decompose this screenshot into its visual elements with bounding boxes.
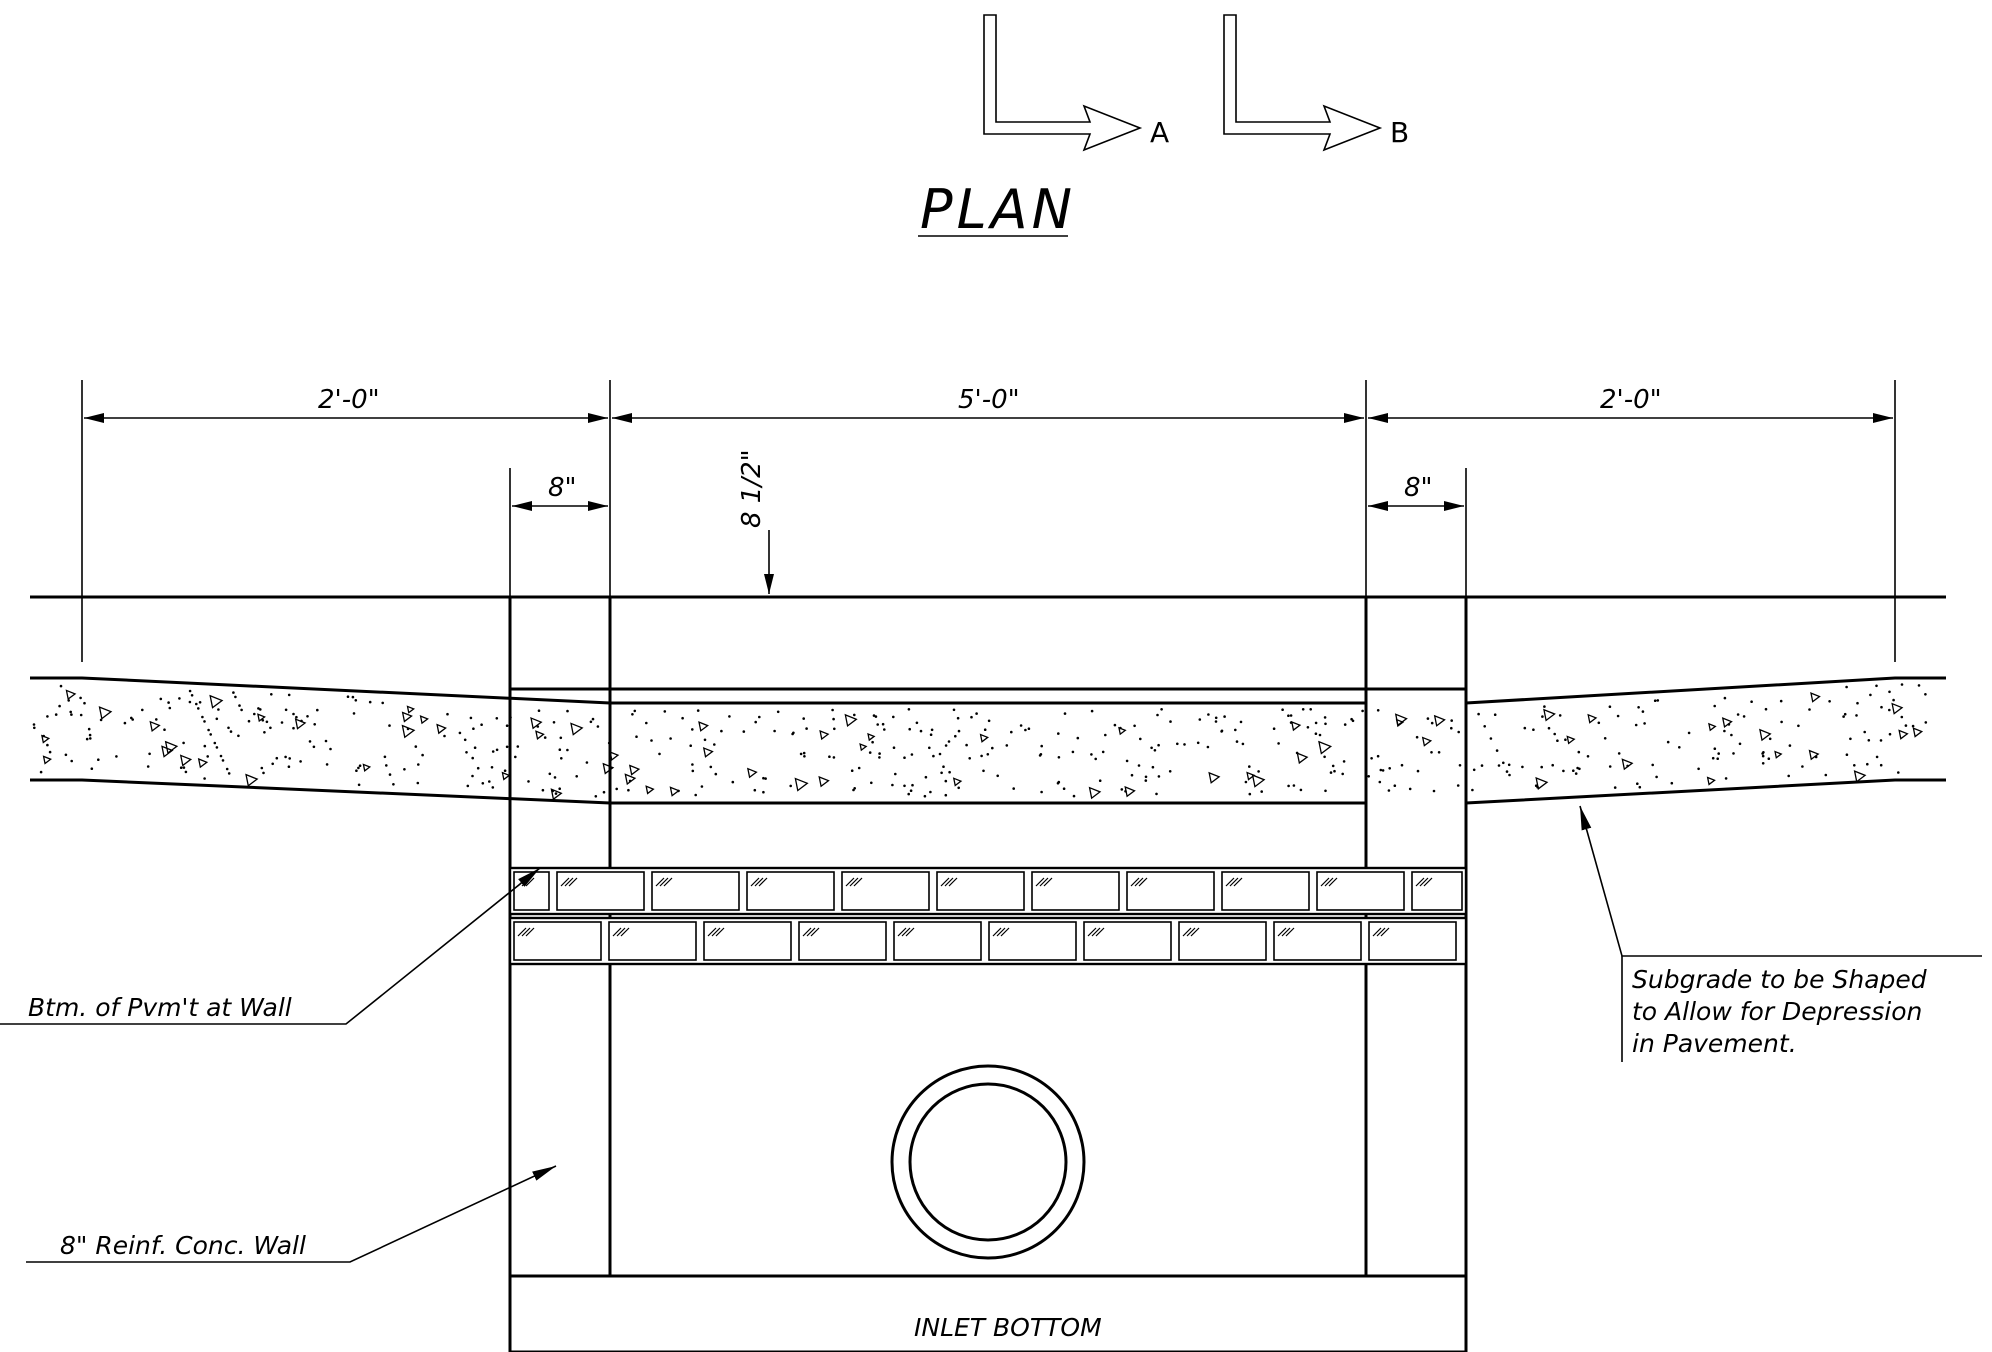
- label-inlet-bottom: INLET BOTTOM: [914, 1313, 1102, 1342]
- note-subgrade-line-1: Subgrade to be Shaped: [1632, 965, 1927, 994]
- section-marker-b: B: [1223, 14, 1409, 152]
- note-btm-of-pavement: Btm. of Pvm't at Wall: [28, 993, 292, 1022]
- dim-left-wall: 8": [548, 473, 577, 503]
- brick-courses: [508, 866, 1468, 966]
- leaders: [0, 805, 1982, 1263]
- dim-left-overall: 2'-0": [318, 385, 380, 415]
- pavement-slab: [30, 676, 1946, 805]
- plan-title: PLAN: [920, 178, 1076, 241]
- note-reinf-conc-wall: 8" Reinf. Conc. Wall: [60, 1231, 306, 1260]
- section-marker-a: A: [983, 14, 1169, 152]
- note-subgrade-line-3: in Pavement.: [1632, 1029, 1797, 1058]
- dim-right-wall: 8": [1404, 473, 1433, 503]
- section-b-label: B: [1390, 116, 1409, 149]
- section-a-label: A: [1150, 116, 1169, 149]
- dim-center-overall: 5'-0": [958, 385, 1020, 415]
- pipe-inner: [908, 1082, 1068, 1242]
- pipe-outer: [890, 1064, 1086, 1260]
- dim-right-overall: 2'-0": [1600, 385, 1662, 415]
- pavement-fill: [30, 678, 1946, 803]
- note-subgrade-line-2: to Allow for Depression: [1632, 997, 1922, 1026]
- dim-pavement-depth: 8 1/2": [737, 449, 767, 528]
